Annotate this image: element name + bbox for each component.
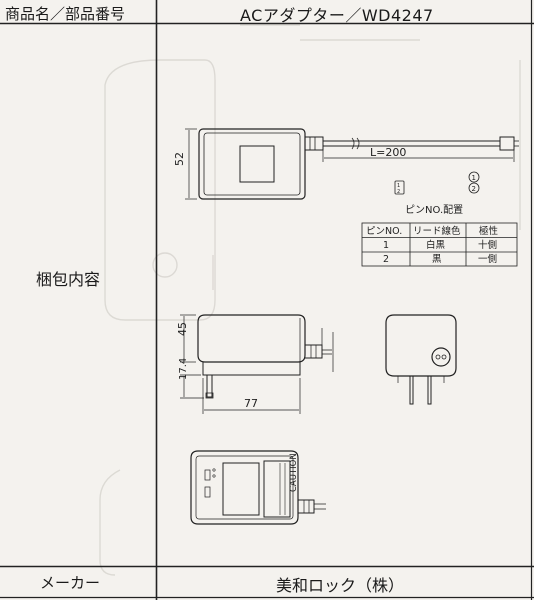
product-model: ACアダプター／WD4247 [240, 6, 434, 25]
adapter-end-view [385, 314, 457, 405]
maker-name: 美和ロック（株） [276, 576, 405, 595]
ghost-marks [99, 24, 521, 576]
caution-label: CAUTION [289, 453, 299, 492]
maker-label: メーカー [40, 574, 101, 592]
pin-connector-bottom: 2 [397, 189, 400, 195]
dim-plug-height: 17.4 [178, 358, 189, 380]
pin-table-row1-pin: 1 [383, 240, 389, 251]
pin-table-row2-pin: 2 [383, 254, 389, 265]
pin-connector-symbol [394, 180, 405, 195]
dim-width: 77 [244, 397, 258, 410]
pin-circles [468, 171, 480, 194]
pin-table-header-polarity: 極性 [479, 225, 499, 237]
dim-cord-length: L=200 [370, 146, 406, 159]
adapter-label-view [190, 450, 326, 525]
pin-2-label: 2 [472, 185, 476, 193]
product-name-label: 商品名／部品番号 [5, 5, 126, 23]
adapter-side-view [180, 314, 334, 414]
pin-table-header-color: リード線色 [413, 225, 461, 237]
pin-table-row1-polarity: 十側 [478, 239, 497, 251]
dim-body-height: 45 [176, 322, 189, 336]
pin-table-row1-color: 白黒 [426, 239, 446, 251]
adapter-top-view [185, 128, 519, 200]
pin-layout-title: ピンNO.配置 [405, 204, 463, 216]
contents-label: 梱包内容 [36, 270, 101, 289]
pin-table [361, 222, 518, 267]
pin-table-row2-polarity: 一側 [478, 253, 497, 265]
dim-top-height: 52 [173, 152, 186, 166]
pin-connector-top: 1 [397, 183, 400, 189]
pin-table-header-pin: ピンNO. [366, 226, 402, 237]
pin-1-label: 1 [472, 174, 476, 182]
pin-table-row2-color: 黒 [432, 254, 442, 265]
